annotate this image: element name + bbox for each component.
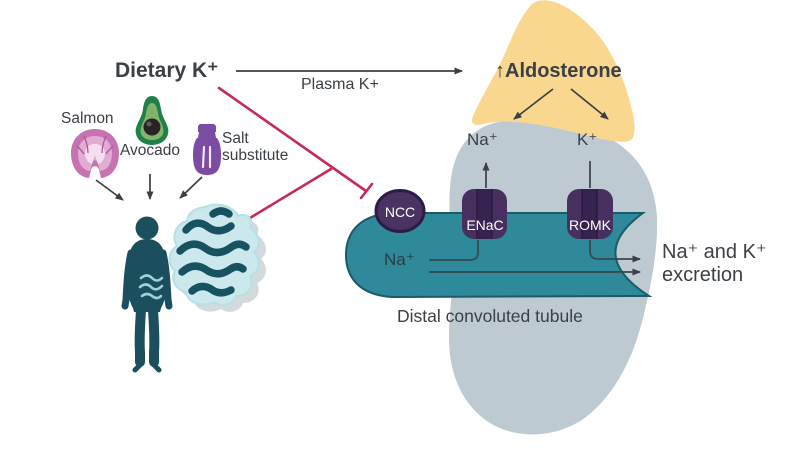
salmon-steak-icon xyxy=(71,129,119,178)
inhibition-t-bar-icon xyxy=(359,182,374,200)
dietary-k-label: Dietary K⁺ xyxy=(115,59,219,82)
salt-arrow xyxy=(179,176,203,199)
enac-label: ENaC xyxy=(466,217,504,233)
ncc-label: NCC xyxy=(384,204,416,220)
ncc-transporter xyxy=(374,189,426,233)
na-lumen-label: Na⁺ xyxy=(384,250,415,269)
distal-tubule-label: Distal convoluted tubule xyxy=(397,306,583,326)
salmon-label: Salmon xyxy=(61,110,114,127)
excretion-label-line2: excretion xyxy=(662,264,744,286)
aldosterone-to-k-arrow xyxy=(570,88,609,120)
dietary-k-inhibition-line xyxy=(217,86,368,193)
romk-transporter xyxy=(567,189,613,239)
excretion-label-line1: Na⁺ and K⁺ xyxy=(662,241,767,263)
aldosterone-label: ↑Aldosterone xyxy=(495,60,622,82)
enac-transporter xyxy=(462,189,507,239)
adrenal-gland-shape xyxy=(472,0,635,142)
romk-label: ROMK xyxy=(569,217,611,233)
salt-substitute-label: Salt substitute xyxy=(222,130,289,165)
aldosterone-to-na-arrow xyxy=(513,88,554,120)
inhibition-lines xyxy=(217,86,374,226)
romk-excretion-line xyxy=(589,240,641,263)
salmon-arrow xyxy=(95,179,124,201)
gut-inhibition-line xyxy=(238,167,333,226)
plasma-k-label: Plasma K+ xyxy=(301,76,379,93)
avocado-label: Avocado xyxy=(120,142,181,159)
tubule-flow-lines xyxy=(429,240,641,276)
na-reabsorbed-label: Na⁺ xyxy=(467,130,498,149)
salt-shaker-icon xyxy=(193,124,221,175)
flow-arrows xyxy=(95,67,609,201)
abdomen-intestine-detail xyxy=(138,274,164,300)
person-silhouette-icon xyxy=(121,216,173,373)
intestines-icon xyxy=(168,203,266,312)
avocado-icon xyxy=(135,96,169,145)
na-to-enac-line xyxy=(429,240,479,261)
k-secreted-label: K⁺ xyxy=(577,130,598,149)
